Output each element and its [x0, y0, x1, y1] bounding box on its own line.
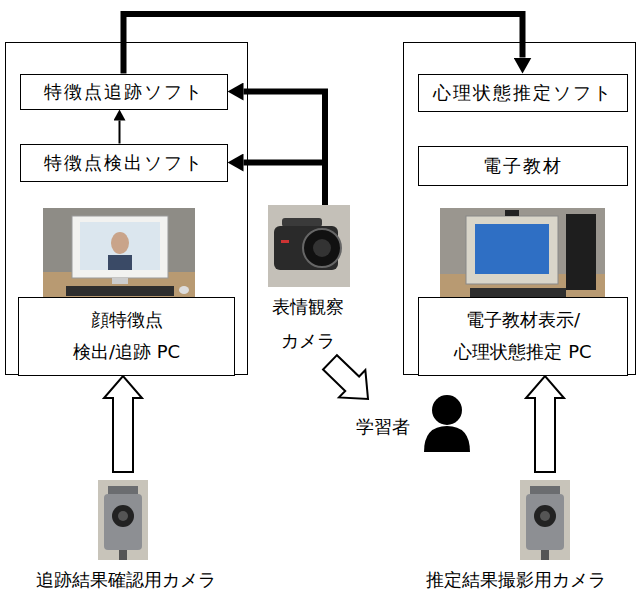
learner-node: 学習者 [350, 400, 474, 454]
software-label: 電子教材 [483, 154, 563, 178]
camera-mark [281, 240, 289, 243]
camera-label: 推定結果撮影用カメラ [426, 568, 606, 592]
photo-ground [43, 208, 195, 302]
software-label: 心理状態推定ソフト [433, 81, 613, 105]
camera-body [526, 494, 564, 550]
view-arrow [104, 376, 142, 472]
camera-node: 表情観察 カメラ [262, 202, 354, 358]
camera-label: 追跡結果確認用カメラ [36, 568, 216, 592]
monitor [72, 216, 168, 278]
view-arrow [526, 376, 564, 472]
mouse [179, 286, 189, 294]
monitor-stand [112, 278, 128, 284]
learner-label: 学習者 [356, 415, 410, 439]
camera-lens [303, 229, 341, 267]
photo-ground [98, 480, 148, 560]
tripod [541, 550, 549, 560]
learner-head [432, 395, 462, 425]
pc-label: 顔特徴点 検出/追跡 PC [18, 297, 235, 376]
camera-lens [534, 505, 556, 527]
flow-arrow [124, 14, 523, 74]
camera-top [108, 486, 138, 494]
camera-photo [98, 480, 148, 560]
software-box: 心理状態推定ソフト [418, 74, 628, 112]
camera-top [530, 486, 560, 494]
camera-photo [520, 480, 570, 560]
body-on-screen [108, 255, 132, 270]
keyboard [66, 286, 174, 296]
learner-icon [424, 395, 470, 452]
software-label: 特徴点追跡ソフト [44, 80, 204, 104]
screen [80, 222, 160, 270]
camera-node: 推定結果撮影用カメラ [398, 472, 634, 596]
camera-lens [118, 511, 128, 521]
flow-arrow [244, 163, 326, 206]
flow-arrow [244, 92, 326, 206]
camera-label: 表情観察 カメラ [265, 290, 351, 358]
pc-photo [440, 208, 605, 302]
monitor [466, 216, 558, 284]
pc-photo [43, 208, 195, 302]
pc-tower [566, 214, 596, 290]
pc-frame: 電子教材表示/ 心理状態推定 PC 心理状態推定ソフト電子教材 [403, 42, 636, 375]
flow-arrow [119, 121, 121, 144]
learner-body [424, 426, 470, 452]
software-box: 特徴点追跡ソフト [20, 74, 228, 110]
webcam [505, 210, 519, 216]
photo-ground [440, 208, 605, 302]
camera-lens [540, 511, 550, 521]
camera-handle [282, 218, 322, 227]
view-arrow [323, 355, 368, 399]
pc-frame: 顔特徴点 検出/追跡 PC 特徴点追跡ソフト特徴点検出ソフト [5, 42, 248, 375]
face-on-screen [111, 232, 129, 254]
screen [475, 224, 549, 274]
software-label: 特徴点検出ソフト [44, 151, 204, 175]
software-box: 電子教材 [418, 146, 628, 186]
tripod [119, 550, 127, 560]
pc-label: 電子教材表示/ 心理状態推定 PC [418, 297, 628, 376]
camera-body [104, 494, 142, 550]
camera-photo [268, 205, 350, 287]
software-box: 特徴点検出ソフト [20, 144, 228, 182]
camera-lens [313, 239, 331, 257]
photo-ground [268, 205, 350, 287]
camera-lens [112, 505, 134, 527]
camera-node: 追跡結果確認用カメラ [12, 472, 240, 596]
photo-ground [520, 480, 570, 560]
